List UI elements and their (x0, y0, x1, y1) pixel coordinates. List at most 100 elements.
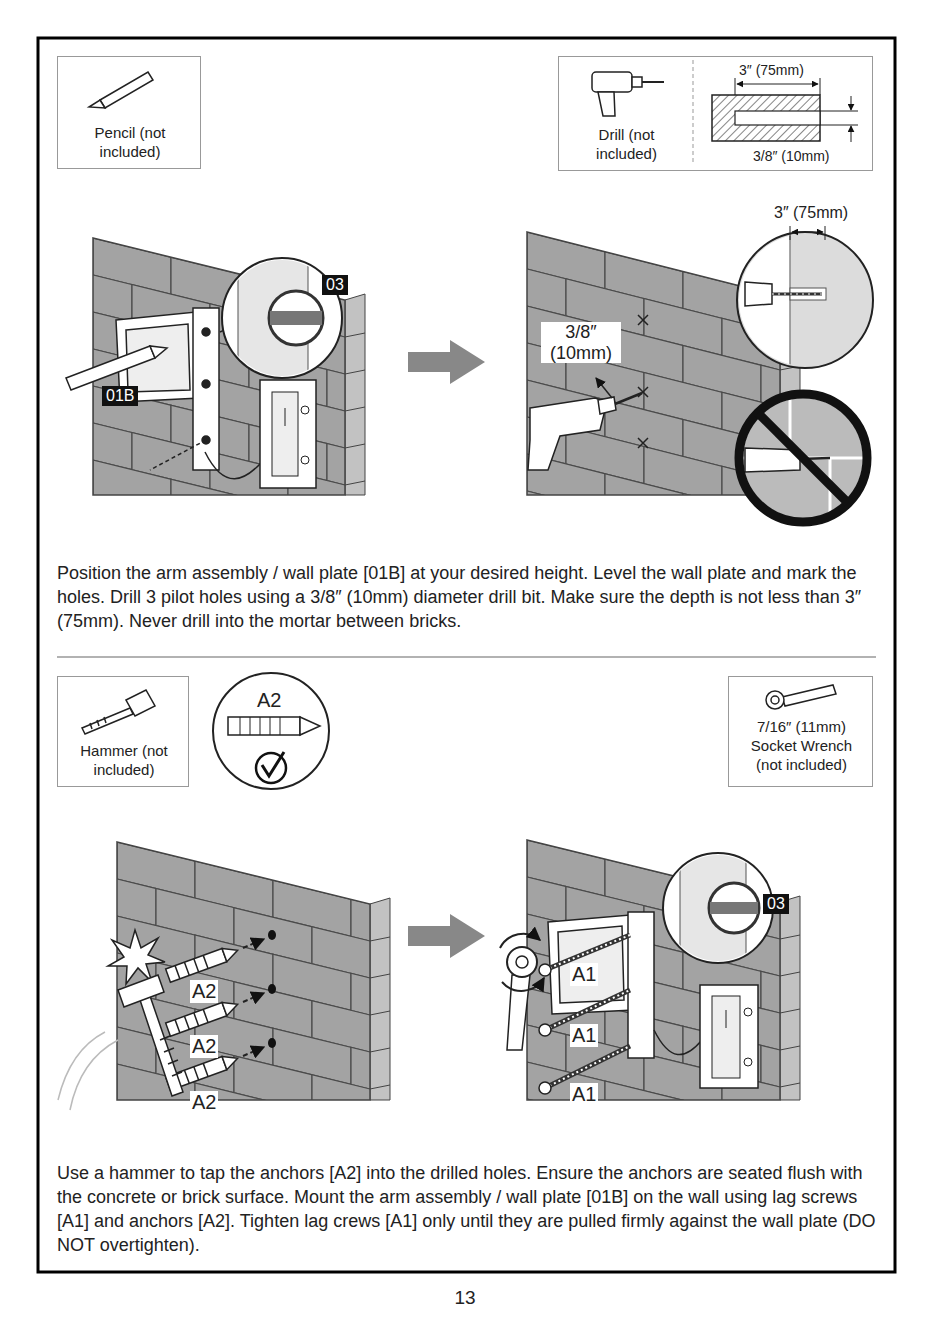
socket-wrench (516, 956, 528, 968)
brick-wall (15, 219, 93, 275)
brick-wall (800, 944, 878, 1000)
anchor-callout (228, 717, 300, 735)
page-border (38, 38, 895, 1272)
brick-wall (780, 896, 800, 1100)
anchor-callout (250, 717, 251, 735)
brick-wall (345, 481, 365, 485)
drill-icon (632, 77, 642, 87)
tool-label: Hammer (not included) (67, 741, 182, 779)
wall-plate-assembly (205, 452, 262, 479)
pencil (66, 346, 167, 390)
brick-wall (444, 509, 522, 565)
anchor (222, 998, 240, 1016)
brick-wall (345, 444, 365, 448)
brick-wall (878, 1185, 933, 1241)
brick-wall (345, 333, 365, 337)
brick-wall (345, 370, 365, 374)
brick-walls (15, 212, 933, 1278)
dimension-label: 3″ (75mm) (772, 204, 850, 222)
lag-screw (545, 1046, 630, 1088)
brick-wall (429, 1066, 507, 1122)
level-magnifier (269, 291, 323, 345)
prohibition-sign (739, 394, 867, 522)
power-drill (528, 393, 642, 470)
tool-box: 7/16″ (11mm) Socket Wrench (not included… (728, 676, 873, 787)
insert-arrow (243, 939, 264, 1056)
brick-wall (449, 508, 527, 565)
part-label: A2 (257, 689, 281, 712)
brick-wall (683, 493, 761, 550)
brick-wall (345, 407, 365, 411)
anchor-callout (256, 753, 286, 783)
hammer (118, 975, 164, 1007)
level-magnifier (663, 852, 773, 970)
brick-wall (390, 1094, 468, 1150)
hole-depth-figure (851, 126, 852, 142)
brick-wall (39, 897, 117, 953)
anchor-callout (300, 717, 320, 735)
hammer-icon (90, 723, 92, 729)
brick-wall (93, 460, 171, 516)
drill-magnifier (745, 282, 772, 306)
brick-wall (54, 487, 132, 543)
tool-label: 7/16″ (11mm) Socket Wrench (not included… (742, 717, 862, 774)
hole-depth-figure (712, 95, 820, 141)
brick-wall (449, 821, 527, 877)
drilled-holes (268, 1038, 276, 1048)
brick-wall (800, 1092, 878, 1148)
drill-magnifier (792, 232, 823, 233)
brick-wall (878, 580, 933, 637)
drill-magnifier (772, 293, 822, 296)
brick-wall (449, 286, 527, 343)
hammer (58, 1032, 118, 1110)
instruction-text: Use a hammer to tap the anchors [A2] int… (57, 1161, 882, 1257)
wrench-icon (766, 691, 784, 709)
power-drill (615, 393, 642, 404)
hammer-icon (104, 717, 106, 723)
lag-screw (539, 1024, 551, 1036)
prohibition-sign (739, 394, 867, 522)
wall-plate-assembly (654, 1030, 702, 1055)
tool-box: Drill (not included)3″ (75mm)3/8″ (10mm) (558, 56, 873, 171)
prohibition-sign (758, 413, 848, 503)
anchor (166, 944, 240, 982)
pencil-icon (89, 72, 153, 108)
anchor (222, 944, 240, 962)
brick-wall (605, 1081, 683, 1137)
power-drill (528, 398, 605, 470)
power-drill (598, 397, 616, 414)
brick-wall (345, 294, 365, 495)
brick-wall (527, 840, 780, 1100)
socket-wrench (500, 934, 540, 948)
drill-magnifier (735, 230, 826, 370)
tool-label: Pencil (not included) (73, 123, 188, 161)
brick-wall (132, 507, 210, 563)
insert-arrow (243, 993, 264, 1002)
level-magnifier (238, 258, 323, 380)
hammer (160, 1036, 182, 1076)
brick-wall (273, 1102, 351, 1158)
brick-wall (370, 937, 390, 941)
anchor-callout (262, 752, 284, 776)
drill-magnifier (772, 294, 822, 295)
hole-depth-figure (851, 96, 852, 110)
insert-arrow (243, 1047, 264, 1056)
plate-inset (301, 456, 309, 464)
lag-screw (539, 1082, 551, 1094)
brick-wall (878, 432, 933, 489)
brick-wall (780, 972, 800, 976)
brick-wall (449, 1043, 527, 1099)
insert-arrow (243, 939, 264, 948)
brick-wall (39, 971, 117, 1027)
drill-magnifier (735, 226, 873, 370)
level-magnifier (710, 902, 758, 914)
brick-wall (370, 898, 390, 1100)
socket-wrench (507, 975, 530, 1050)
brick-wall (390, 1020, 468, 1076)
drill-magnifier (735, 230, 790, 370)
part-label: A2 (190, 1035, 218, 1058)
brick-wall (780, 935, 800, 939)
wall-plate-assembly (150, 440, 206, 470)
part-label: A2 (190, 980, 218, 1003)
